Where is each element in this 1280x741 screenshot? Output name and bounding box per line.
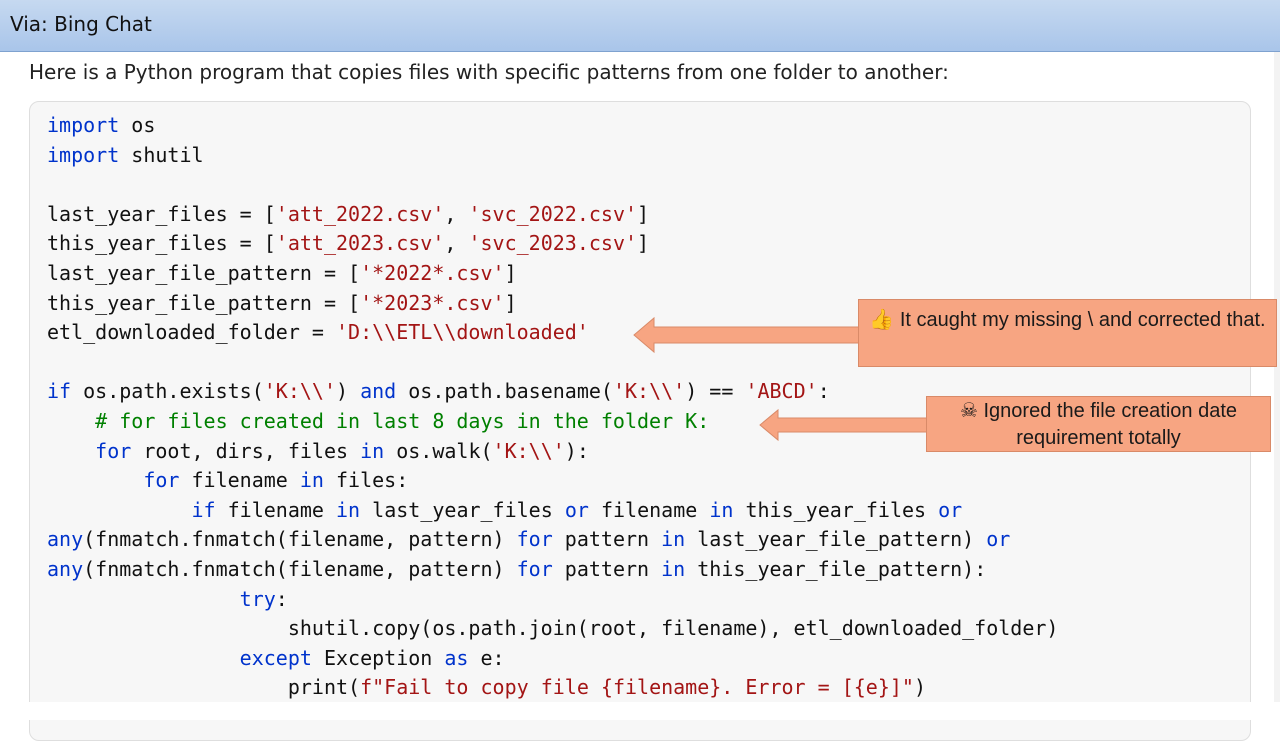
bottom-strip xyxy=(0,702,1280,720)
code-line: last_year_files = ['att_2022.csv', 'svc_… xyxy=(47,201,650,226)
code-line: last_year_file_pattern = ['*2022*.csv'] xyxy=(47,261,517,285)
arrow-left-callout-1 xyxy=(633,316,861,354)
code-line: if filename in last_year_files or filena… xyxy=(191,497,963,522)
code-line: for filename in files: xyxy=(143,468,409,493)
intro-text: Here is a Python program that copies fil… xyxy=(29,60,949,84)
arrow-shape xyxy=(759,408,929,442)
thumbs-up-icon: 👍 xyxy=(869,307,895,331)
skull-crossbones-icon: ☠ xyxy=(960,398,978,422)
callout-text: Ignored the file creation date requireme… xyxy=(977,400,1237,449)
code-line: import shutil xyxy=(47,142,204,167)
code-line: any(fnmatch.fnmatch(filename, pattern) f… xyxy=(47,557,987,581)
code-line: print(f"Fail to copy file {filename}. Er… xyxy=(47,675,927,700)
callout-text: It caught my missing \ and corrected tha… xyxy=(894,309,1266,331)
code-line: if os.path.exists('K:\\') and os.path.ba… xyxy=(47,379,830,404)
callout-ignored-date: ☠ Ignored the file creation date require… xyxy=(926,396,1271,452)
code-line: any(fnmatch.fnmatch(filename, pattern) f… xyxy=(47,527,1011,552)
title-text: Via: Bing Chat xyxy=(10,12,152,36)
code-line: import os xyxy=(47,113,156,137)
title-bar: Via: Bing Chat xyxy=(0,0,1280,52)
code-line: shutil.copy(os.path.join(root, filename)… xyxy=(47,616,1059,641)
code-line: etl_downloaded_folder = 'D:\\ETL\\downlo… xyxy=(47,320,589,345)
scroll-edge xyxy=(1274,52,1280,702)
code-line: except Exception as e: xyxy=(239,645,505,670)
arrow-left-callout-2 xyxy=(759,408,929,442)
code-line: this_year_file_pattern = ['*2023*.csv'] xyxy=(47,290,517,315)
code-line: for root, dirs, files in os.walk('K:\\')… xyxy=(95,438,589,463)
code-comment-line: # for files created in last 8 days in th… xyxy=(47,409,710,433)
arrow-shape xyxy=(633,316,861,354)
code-line: try: xyxy=(239,586,288,611)
callout-caught-backslash: 👍 It caught my missing \ and corrected t… xyxy=(858,299,1277,367)
code-line: this_year_files = ['att_2023.csv', 'svc_… xyxy=(47,231,650,256)
